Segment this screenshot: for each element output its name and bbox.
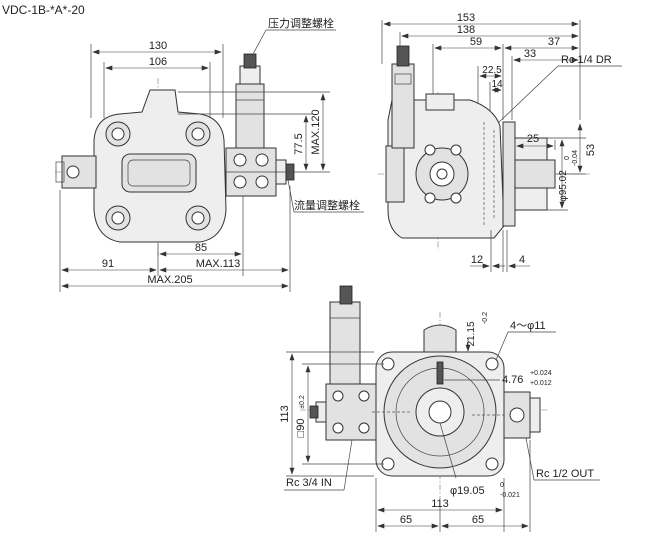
dim-shaft-dia: φ95.02	[558, 170, 569, 202]
dim-138: 138	[457, 24, 475, 36]
dim-21-15: 21.15	[466, 321, 477, 346]
dim-4-76-tol-upper: +0.024	[530, 370, 552, 377]
dim-91: 91	[102, 258, 114, 270]
dim-4: 4	[519, 254, 525, 266]
callout-mount-holes: 4～φ11	[510, 320, 546, 332]
dim-shaft-dia-bottom: φ19.05	[450, 485, 485, 497]
dim-25: 25	[527, 133, 539, 145]
dim-max-120: MAX.120	[310, 109, 322, 154]
callout-flow-screw: 流量调整螺栓	[294, 198, 360, 212]
dim-77-5: 77.5	[293, 133, 305, 154]
dim-21-15-tol: -0.2	[482, 312, 489, 324]
dim-4-76-tol-lower: +0.012	[530, 380, 552, 387]
dim-shaft-tol-lower-bottom: -0.021	[500, 492, 520, 499]
dim-4-76: 4.76	[502, 374, 523, 386]
dim-shaft-tol-upper: 0	[564, 156, 571, 160]
dim-37: 37	[548, 36, 560, 48]
dim-153: 153	[457, 12, 475, 24]
dim-90-tol: ±0.2	[299, 395, 306, 409]
dim-shaft-tol-upper-bottom: 0	[500, 482, 504, 489]
model-title: VDC-1B-*A*-20	[2, 3, 85, 17]
dim-53: 53	[585, 144, 597, 156]
dim-22-5: 22.5	[482, 65, 502, 76]
dim-shaft-tol-lower: -0.04	[572, 150, 579, 166]
callout-outlet-port: Rc 1/2 OUT	[536, 468, 594, 480]
callout-pressure-screw: 压力调整螺栓	[268, 16, 334, 30]
front-view: 130 106 MAX.12	[55, 16, 364, 292]
dim-65-right: 65	[472, 514, 484, 526]
callout-drain-port: Rc 1/4 DR	[561, 54, 612, 66]
dim-65-left: 65	[400, 514, 412, 526]
callout-inlet-port: Rc 3/4 IN	[286, 477, 332, 489]
dim-max-205: MAX.205	[147, 274, 192, 286]
dim-59: 59	[470, 36, 482, 48]
dim-113-vertical: 113	[279, 405, 291, 423]
bottom-view: 21.15 -0.2 4～φ11 4.76 +0.024 +0.012 113 …	[279, 285, 600, 532]
dim-12: 12	[471, 254, 483, 266]
dim-max-113: MAX.113	[196, 258, 240, 270]
side-view: 153 138 59 37 33 22.5 14 Rc 1/4 DR	[378, 12, 622, 272]
dim-14: 14	[491, 79, 503, 90]
dim-85: 85	[195, 242, 207, 254]
dim-130: 130	[149, 40, 167, 52]
dim-106: 106	[149, 56, 167, 68]
dim-90-square: □90	[295, 419, 307, 438]
dim-33: 33	[524, 48, 536, 60]
